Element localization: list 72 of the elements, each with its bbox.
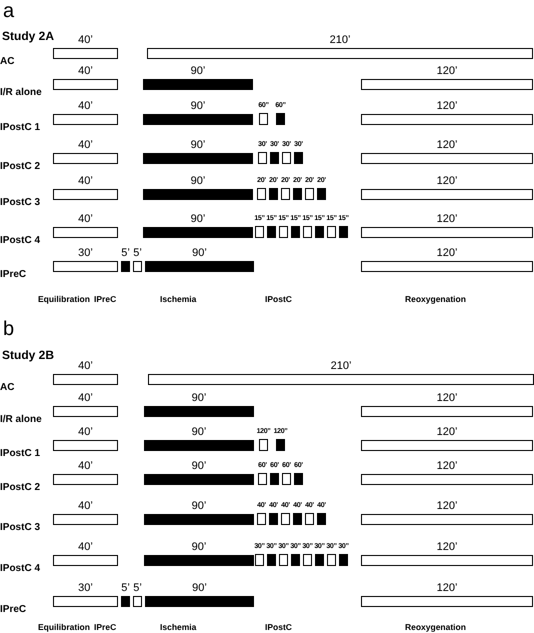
- duration-label: 90’: [192, 582, 207, 594]
- duration-label: 90’: [192, 460, 206, 472]
- phase-label: Reoxygenation: [405, 622, 466, 632]
- row-label: AC: [0, 382, 14, 393]
- duration-label: 40’: [78, 460, 93, 472]
- panel-letter: a: [3, 0, 14, 22]
- study-title: Study 2A: [2, 29, 54, 43]
- duration-label: 30’: [78, 247, 93, 259]
- study-title: Study 2B: [2, 348, 54, 362]
- duration-label: 5’: [133, 582, 142, 594]
- duration-label: 120’: [436, 460, 458, 472]
- duration-label: 120’: [436, 65, 458, 77]
- duration-label: 120’: [436, 247, 458, 259]
- duration-label: 90’: [190, 65, 206, 77]
- row-label: IPreC: [0, 604, 26, 615]
- row-label: IPostC 4: [0, 235, 40, 246]
- duration-label: 90’: [192, 500, 206, 512]
- duration-label: 40’: [78, 541, 93, 553]
- duration-label: 40’: [78, 392, 93, 404]
- duration-label: 40’: [78, 65, 93, 77]
- duration-label: 40’: [78, 139, 93, 151]
- duration-label: 120’: [436, 139, 458, 151]
- phase-label: IPostC: [265, 294, 292, 304]
- phase-label: IPreC: [94, 622, 116, 632]
- phase-label: IPreC: [94, 294, 116, 304]
- duration-label: 90’: [192, 541, 206, 553]
- duration-label: 120’: [436, 213, 458, 225]
- duration-label: 120’: [436, 175, 458, 187]
- row-label: IPostC 4: [0, 563, 40, 574]
- duration-label: 90’: [190, 213, 206, 225]
- row-label: IPostC 3: [0, 522, 40, 533]
- duration-label: 120’: [436, 392, 458, 404]
- phase-label: Reoxygenation: [405, 294, 466, 304]
- duration-label: 120’: [436, 500, 458, 512]
- duration-label: 40’: [78, 360, 93, 372]
- duration-label: 90’: [192, 392, 206, 404]
- duration-label: 5’: [121, 247, 130, 259]
- duration-label: 210’: [330, 360, 352, 372]
- phase-label: Equilibration: [38, 294, 90, 304]
- duration-label: 90’: [190, 100, 206, 112]
- row-label: IPreC: [0, 269, 26, 280]
- row-label: AC: [0, 56, 14, 67]
- row-label: IPostC 2: [0, 482, 40, 493]
- duration-label: 90’: [192, 247, 207, 259]
- duration-label: 90’: [192, 426, 206, 438]
- duration-label: 120’: [436, 100, 458, 112]
- duration-label: 40’: [78, 500, 93, 512]
- duration-label: 90’: [190, 175, 206, 187]
- phase-label: Equilibration: [38, 622, 90, 632]
- duration-label: 120’: [436, 541, 458, 553]
- row-label: I/R alone: [0, 414, 42, 425]
- duration-label: 90’: [190, 139, 206, 151]
- phase-label: IPostC: [265, 622, 292, 632]
- duration-label: 5’: [133, 247, 142, 259]
- row-label: I/R alone: [0, 87, 42, 98]
- duration-label: 120’: [436, 582, 458, 594]
- panel-letter: b: [3, 318, 14, 340]
- duration-label: 40’: [78, 34, 93, 46]
- phase-label: Ischemia: [160, 622, 196, 632]
- duration-label: 30’: [78, 582, 93, 594]
- duration-label: 210’: [330, 34, 350, 46]
- duration-label: 40’: [78, 426, 93, 438]
- row-label: IPostC 1: [0, 122, 40, 133]
- phase-label: Ischemia: [160, 294, 196, 304]
- row-label: IPostC 1: [0, 448, 40, 459]
- duration-label: 5’: [121, 582, 130, 594]
- duration-label: 40’: [78, 213, 93, 225]
- row-label: IPostC 2: [0, 161, 40, 172]
- duration-label: 40’: [78, 175, 93, 187]
- row-label: IPostC 3: [0, 197, 40, 208]
- duration-label: 40’: [78, 100, 93, 112]
- duration-label: 120’: [436, 426, 458, 438]
